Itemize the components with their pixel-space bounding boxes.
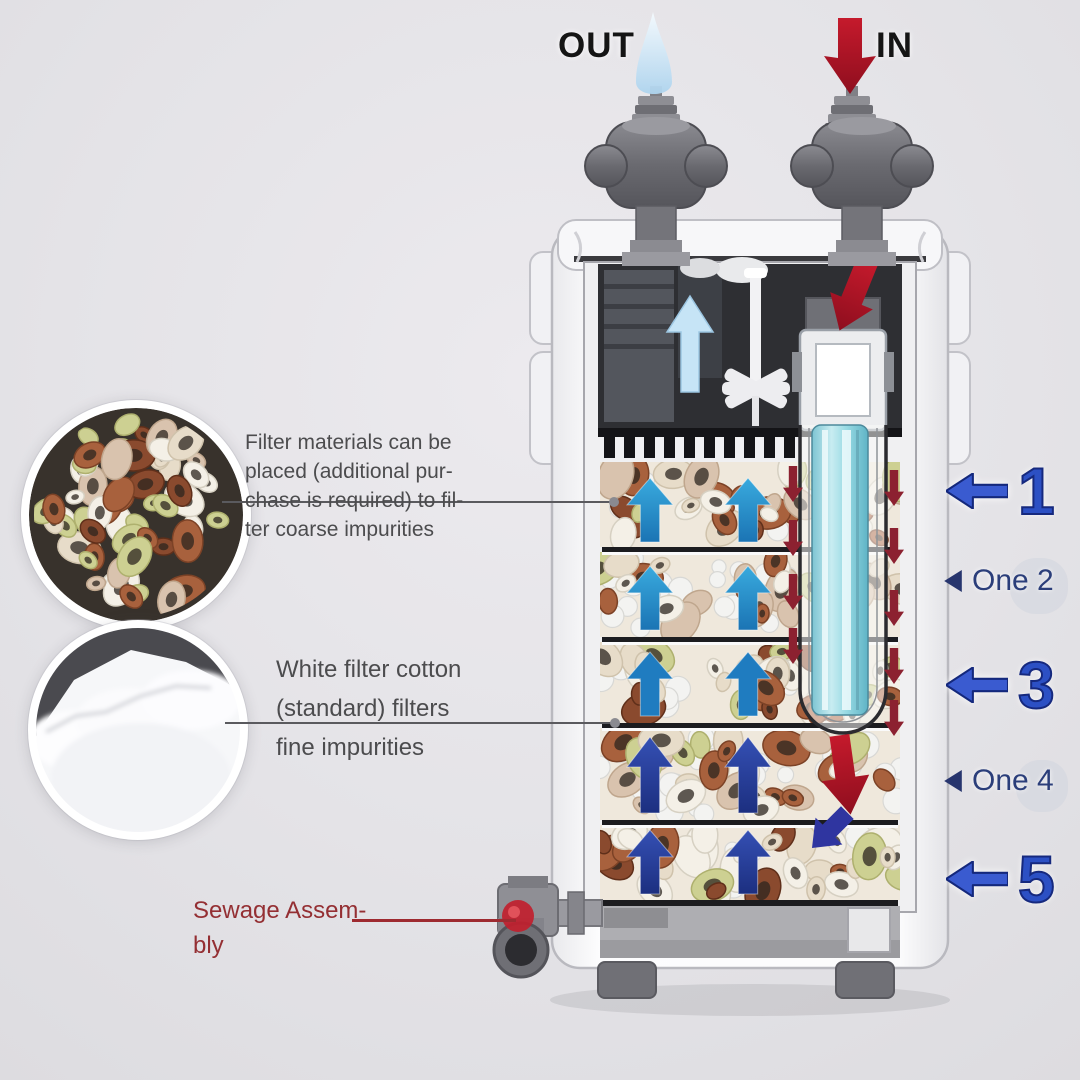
step-indicator-5: 5 xyxy=(946,842,1056,916)
callout-sewage-line2: bly xyxy=(193,932,224,959)
smudge-behind-step4 xyxy=(1016,760,1068,812)
inlet-valve-assembly xyxy=(790,86,934,266)
step-number-5: 5 xyxy=(1017,842,1056,916)
navy-left-arrowhead-icon xyxy=(944,570,962,592)
up-flow-arrows xyxy=(625,477,854,895)
down-flow-arrows xyxy=(783,466,904,815)
step-indicator-3: 3 xyxy=(946,648,1056,722)
step-number-3: 3 xyxy=(1017,648,1056,722)
blue-left-arrow-icon xyxy=(946,473,1008,509)
out-label: OUT xyxy=(558,26,635,65)
step-label-4: One 4 xyxy=(972,764,1054,797)
callout-sewage-assembly: Sewage Assem- bly xyxy=(193,893,366,963)
out-flow-flame-icon xyxy=(636,12,672,94)
media-trays xyxy=(602,547,898,906)
ceramic-media-closeup xyxy=(29,408,243,622)
outlet-valve-assembly xyxy=(584,86,728,266)
callout-filter-materials-line4: ter coarse impurities xyxy=(245,518,435,541)
callout-white-cotton-line3: fine impurities xyxy=(276,734,425,761)
step-number-1: 1 xyxy=(1017,454,1056,528)
callout-white-cotton: White filter cotton (standard) filters f… xyxy=(276,650,461,767)
smudge-behind-step2 xyxy=(1010,558,1068,614)
in-flow-arrow-icon xyxy=(824,18,876,94)
leader-line-sewage xyxy=(352,919,516,922)
callout-filter-materials: Filter materials can be placed (addition… xyxy=(245,428,463,544)
leader-dot-1 xyxy=(609,497,619,507)
leader-line-cotton xyxy=(225,722,615,724)
callout-filter-materials-line1: Filter materials can be xyxy=(245,431,452,454)
in-label: IN xyxy=(876,26,913,65)
callout-sewage-line1: Sewage Assem- xyxy=(193,897,367,924)
blue-left-arrow-icon xyxy=(946,861,1008,897)
callout-white-cotton-line1: White filter cotton xyxy=(276,656,462,683)
leader-line-filter-materials xyxy=(222,501,614,503)
callout-filter-materials-line3: chase is required) to fil- xyxy=(245,489,464,512)
motor-flow-arrows xyxy=(665,255,879,393)
step-indicator-4: One 4 xyxy=(944,766,1054,796)
bottom-sump xyxy=(597,906,900,999)
red-in-arrow xyxy=(830,255,879,331)
diffuser-grill xyxy=(598,428,902,458)
inset-ceramic-media-photo xyxy=(21,400,251,630)
step-indicator-1: 1 xyxy=(946,454,1056,528)
step-label-2: One 2 xyxy=(972,564,1054,597)
step-indicator-2: One 2 xyxy=(944,566,1054,596)
navy-left-arrowhead-icon xyxy=(944,770,962,792)
blue-up-arrow xyxy=(665,294,715,393)
callout-filter-materials-line2: placed (additional pur- xyxy=(245,460,453,483)
uv-sterilizer xyxy=(792,297,894,735)
blue-left-arrow-icon xyxy=(946,667,1008,703)
cotton-closeup xyxy=(36,628,240,832)
callout-white-cotton-line2: (standard) filters xyxy=(276,695,450,722)
inset-filter-cotton-photo xyxy=(28,620,248,840)
sewage-drain-valve xyxy=(492,876,603,979)
leader-dot-2 xyxy=(610,718,620,728)
